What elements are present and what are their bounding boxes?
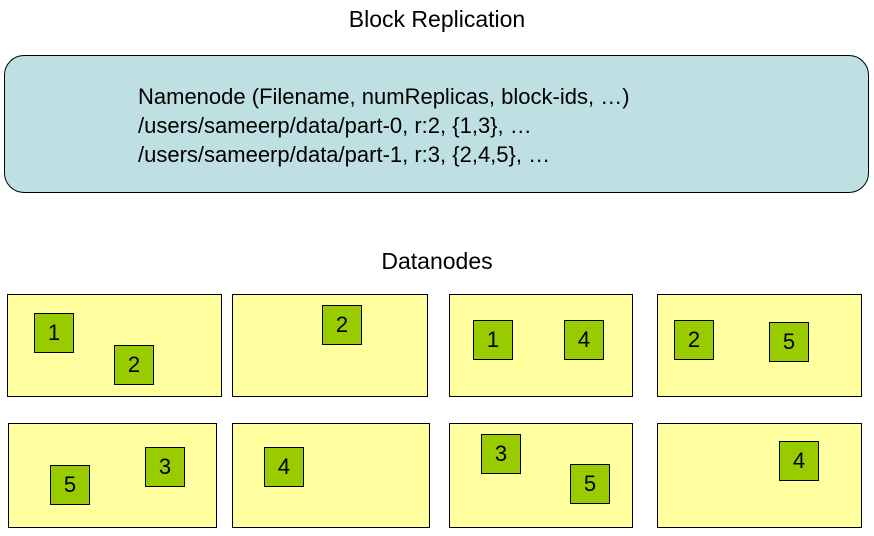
block-2: 2: [674, 320, 714, 360]
datanode-box-6: 4: [232, 423, 430, 528]
diagram-title: Block Replication: [348, 6, 526, 32]
block-4: 4: [264, 447, 304, 487]
datanodes-label: Datanodes: [381, 248, 493, 274]
block-1: 1: [34, 313, 74, 353]
block-2: 2: [114, 345, 154, 385]
namenode-line-part1: /users/sameerp/data/part-1, r:3, {2,4,5}…: [138, 142, 551, 167]
block-4: 4: [564, 320, 604, 360]
block-3: 3: [481, 434, 521, 474]
datanode-box-8: 4: [657, 423, 862, 528]
namenode-box: Namenode (Filename, numReplicas, block-i…: [4, 55, 869, 193]
block-5: 5: [570, 464, 610, 504]
block-3: 3: [145, 447, 185, 487]
block-5: 5: [50, 465, 90, 505]
block-5: 5: [769, 322, 809, 362]
block-2: 2: [322, 305, 362, 345]
datanode-box-2: 2: [232, 294, 428, 397]
block-4: 4: [779, 441, 819, 481]
namenode-line-header: Namenode (Filename, numReplicas, block-i…: [138, 84, 630, 109]
namenode-line-part0: /users/sameerp/data/part-0, r:2, {1,3}, …: [138, 113, 532, 138]
block-1: 1: [473, 320, 513, 360]
